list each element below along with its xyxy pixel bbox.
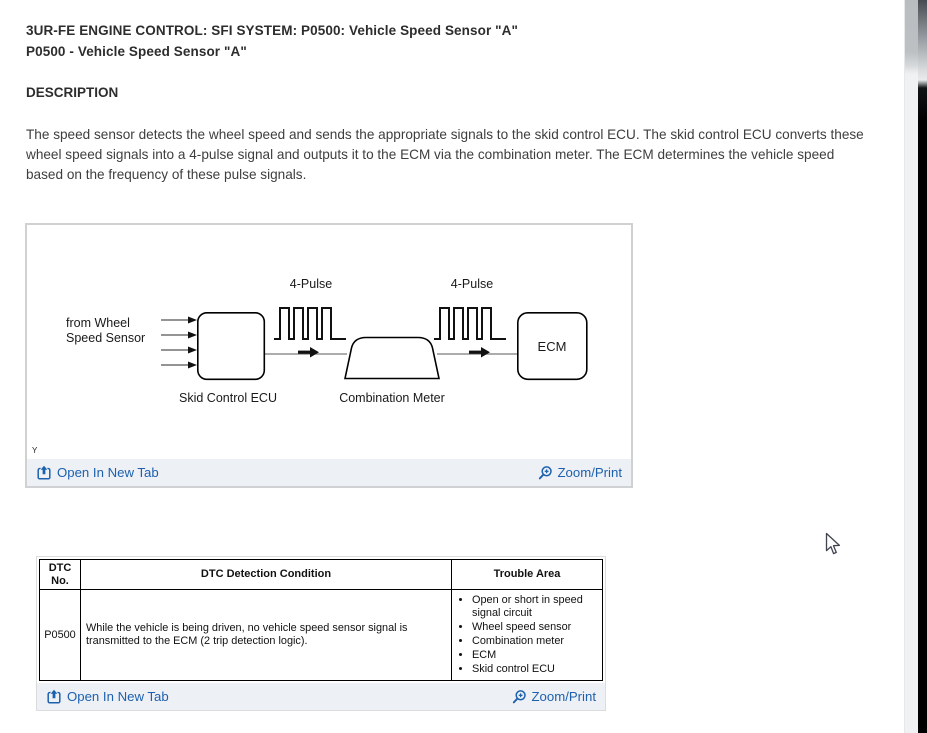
pulse-label-right: 4-Pulse — [451, 277, 493, 291]
table-figure-toolbar: Open In New Tab Zoom/Print — [37, 683, 605, 711]
speed-signal-diagram: 4-Pulse 4-Pulse from Wheel Speed Sensor — [66, 277, 588, 405]
trouble-area-item: Wheel speed sensor — [472, 621, 600, 634]
open-in-new-tab-label: Open In New Tab — [57, 465, 159, 480]
mouse-cursor — [825, 532, 841, 555]
figure-corner-mark: Y — [32, 446, 38, 455]
zoom-print-label: Zoom/Print — [531, 689, 597, 705]
dtc-table-figure: DTC No. DTC Detection Condition Trouble … — [36, 556, 606, 712]
from-wheel-label-line2: Speed Sensor — [66, 331, 145, 345]
zoom-print-icon — [512, 689, 526, 703]
ecm-box — [516, 312, 588, 381]
pulse-waveform-right — [434, 307, 506, 340]
open-in-new-tab-link[interactable]: Open In New Tab — [46, 688, 169, 705]
trouble-area-item: Combination meter — [472, 635, 600, 648]
dtc-table: DTC No. DTC Detection Condition Trouble … — [39, 559, 603, 682]
pulse-label-left: 4-Pulse — [290, 277, 332, 291]
open-in-new-tab-icon — [37, 464, 51, 480]
pulse-waveform-left — [274, 307, 346, 340]
dtc-no-header: DTC No. — [39, 559, 81, 590]
page-subtitle: P0500 - Vehicle Speed Sensor "A" — [26, 44, 247, 59]
combination-meter-caption: Combination Meter — [339, 391, 445, 405]
skid-control-ecu-box — [197, 312, 266, 381]
description-heading: DESCRIPTION — [26, 85, 119, 100]
dtc-condition-header: DTC Detection Condition — [80, 559, 452, 590]
input-arrows — [161, 319, 189, 366]
skid-control-ecu-caption: Skid Control ECU — [179, 391, 277, 405]
dtc-table-header-row: DTC No. DTC Detection Condition Trouble … — [39, 559, 603, 590]
zoom-print-link[interactable]: Zoom/Print — [511, 689, 597, 705]
flow-arrow-left — [298, 347, 319, 358]
diagram-figure-toolbar: Open In New Tab Zoom/Print — [27, 459, 631, 486]
dtc-no-cell: P0500 — [39, 588, 81, 682]
trouble-area-list: Open or short in speed signal circuit Wh… — [452, 594, 600, 676]
trouble-area-item: Open or short in speed signal circuit — [472, 594, 600, 619]
open-in-new-tab-icon — [47, 688, 61, 704]
combination-meter-shape — [344, 336, 440, 380]
dtc-condition-cell: While the vehicle is being driven, no ve… — [80, 588, 452, 682]
zoom-print-icon — [538, 465, 552, 479]
flow-arrow-right — [469, 347, 490, 358]
page-title: 3UR-FE ENGINE CONTROL: SFI SYSTEM: P0500… — [26, 23, 519, 38]
vertical-scrollbar[interactable] — [904, 0, 918, 733]
signal-diagram-figure: 4-Pulse 4-Pulse from Wheel Speed Sensor — [25, 223, 633, 488]
from-wheel-label-line1: from Wheel — [66, 316, 130, 330]
dtc-table-row: P0500 While the vehicle is being driven,… — [39, 588, 603, 682]
trouble-area-item: Skid control ECU — [472, 663, 600, 676]
zoom-print-link[interactable]: Zoom/Print — [537, 465, 623, 481]
trouble-area-header: Trouble Area — [451, 559, 603, 590]
input-arrowheads — [188, 316, 197, 369]
trouble-area-item: ECM — [472, 649, 600, 662]
open-in-new-tab-link[interactable]: Open In New Tab — [36, 464, 159, 481]
window-edge-shadow — [918, 0, 927, 733]
ecm-box-label: ECM — [538, 339, 567, 354]
open-in-new-tab-label: Open In New Tab — [67, 689, 169, 705]
trouble-area-cell: Open or short in speed signal circuit Wh… — [451, 588, 603, 682]
description-paragraph: The speed sensor detects the wheel speed… — [26, 127, 864, 182]
zoom-print-label: Zoom/Print — [557, 465, 623, 480]
